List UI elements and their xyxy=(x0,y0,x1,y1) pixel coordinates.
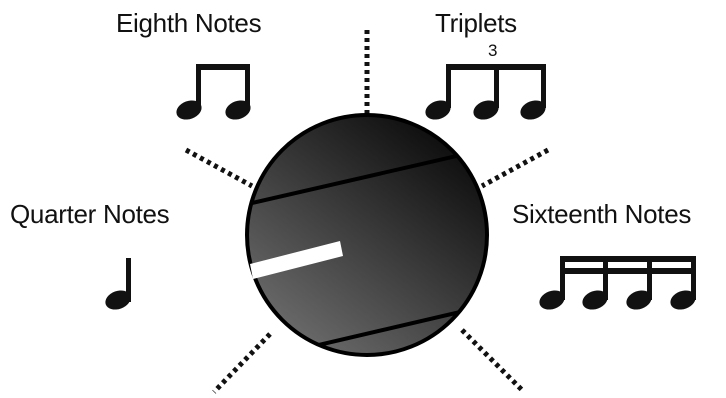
label-sixteenth-notes: Sixteenth Notes xyxy=(512,199,691,230)
knob-body[interactable] xyxy=(247,115,487,355)
detent-lower-left xyxy=(214,334,270,392)
detent-upper-right xyxy=(482,150,548,186)
label-triplets: Triplets xyxy=(435,8,517,39)
detent-lower-right xyxy=(462,330,524,392)
sixteenth-notes-icon xyxy=(537,256,699,313)
eighth-notes-icon xyxy=(174,64,254,123)
quarter-note-icon xyxy=(103,258,134,313)
triplet-notes-icon xyxy=(423,64,549,123)
rate-knob[interactable] xyxy=(200,115,520,368)
triplet-number: 3 xyxy=(488,41,497,61)
label-quarter-notes: Quarter Notes xyxy=(10,199,169,230)
detent-upper-left xyxy=(186,150,252,186)
label-eighth-notes: Eighth Notes xyxy=(116,8,261,39)
